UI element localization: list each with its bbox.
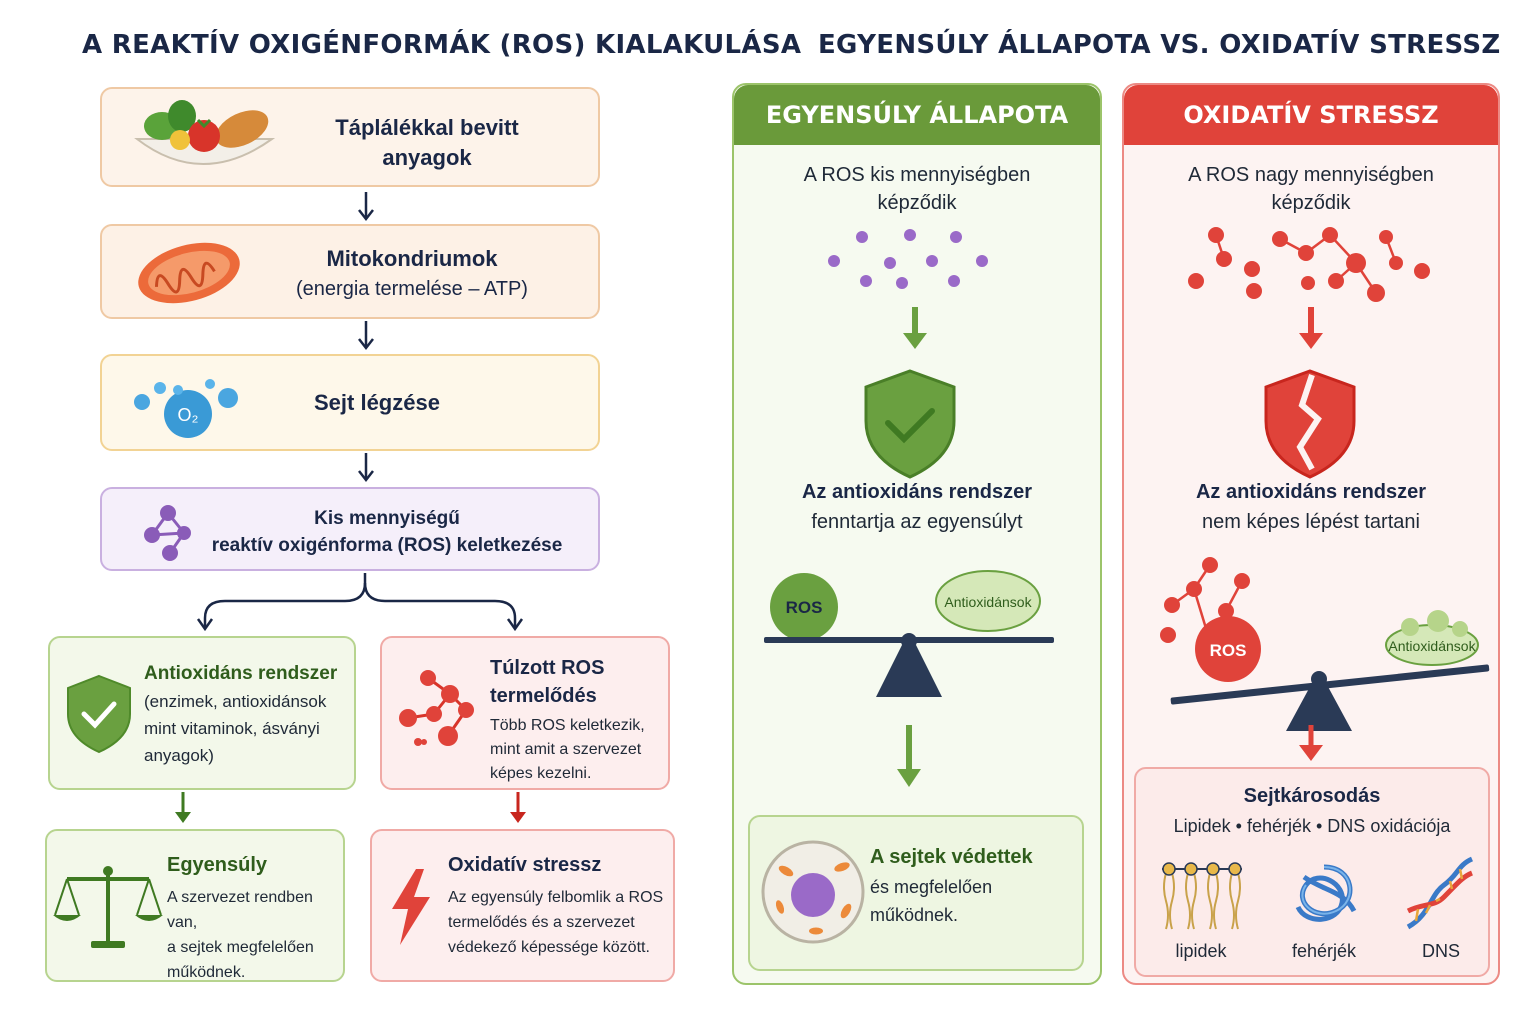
excess-ros-box: Túlzott ROS termelődés Több ROS keletkez… (380, 636, 670, 790)
stress-l1: Az egyensúly felbomlik a ROS (448, 889, 664, 906)
arrow-down-green-icon (897, 725, 921, 787)
step-mito-sub: (energia termelése – ATP) (296, 278, 528, 300)
shield-check-icon (67, 674, 131, 754)
stress-title: Oxidatív stressz (448, 854, 602, 876)
protein-icon (1295, 864, 1357, 922)
branch-arrows (196, 573, 524, 632)
step-ros: Kis mennyiségű reaktív oxigénforma (ROS)… (100, 487, 600, 571)
cell-l1: és megfelelően (870, 877, 993, 897)
ox-l1: A ROS nagy mennyiségben (1188, 164, 1434, 186)
stress-l2: termelődés és a szervezet (448, 914, 635, 931)
eq-ros-label: ROS (786, 598, 823, 617)
ox-bold: Az antioxidáns rendszer (1195, 481, 1427, 503)
mitochondrion-icon (138, 242, 240, 304)
cell-title: A sejtek védettek (870, 846, 1033, 868)
ox-normal: nem képes lépést tartani (1202, 511, 1420, 533)
balance-l3: működnek. (167, 964, 246, 981)
scales-icon (53, 866, 163, 948)
excess-title2: termelődés (490, 685, 597, 707)
damage-title: Sejtkárosodás (1243, 785, 1381, 807)
balanced-scale-icon: ROS Antioxidánsok (764, 570, 1054, 697)
step-mito-title: Mitokondriumok (326, 246, 498, 271)
step-food: Táplálékkal bevitt anyagok (100, 87, 600, 187)
antiox-l1: (enzimek, antioxidánsok (144, 692, 327, 711)
cell-l2: működnek. (870, 905, 959, 925)
dna-icon (1406, 856, 1474, 930)
balance-title: Egyensúly (167, 854, 268, 876)
antioxidant-system-box: Antioxidáns rendszer (enzimek, antioxidá… (48, 636, 356, 790)
ox-antiox-label: Antioxidánsok (1388, 638, 1476, 654)
arrow-down-icon (358, 453, 374, 483)
damage-item-lipid: lipidek (1175, 941, 1227, 961)
damage-item-dna: DNS (1421, 941, 1460, 961)
right-title: EGYENSÚLY ÁLLAPOTA VS. OXIDATÍV STRESSZ (818, 30, 1501, 60)
step-food-line1: Táplálékkal bevitt (335, 115, 519, 140)
stress-l3: védekező képessége között. (448, 939, 650, 956)
step-ros-line1: Kis mennyiségű (314, 508, 460, 529)
damage-item-protein: fehérjék (1291, 941, 1357, 961)
left-title: A REAKTÍV OXIGÉNFORMÁK (ROS) KIALAKULÁSA (82, 30, 802, 60)
arrow-down-icon (358, 192, 374, 222)
eq-l2: képződik (877, 192, 957, 214)
balance-l2: a sejtek megfelelően (167, 939, 314, 956)
arrow-down-red-icon (1299, 725, 1323, 761)
antiox-l3: anyagok) (144, 746, 214, 765)
excess-l1: Több ROS keletkezik, (490, 717, 645, 734)
damage-sub: Lipidek • fehérjék • DNS oxidációja (1173, 816, 1451, 836)
cell-damage-box: Sejtkárosodás Lipidek • fehérjék • DNS o… (1134, 767, 1490, 977)
oxidative-stress-box: Oxidatív stressz Az egyensúly felbomlik … (370, 829, 675, 982)
eq-l1: A ROS kis mennyiségben (803, 164, 1031, 186)
excess-l3: képes kezelni. (490, 765, 592, 782)
balance-l1: A szervezet rendben van, (167, 889, 313, 931)
arrow-down-green-icon (903, 307, 927, 349)
shield-check-icon (864, 369, 956, 479)
antiox-l2: mint vitaminok, ásványi (144, 719, 320, 738)
antiox-title: Antioxidáns rendszer (144, 663, 338, 684)
oxygen-molecule-icon: O₂ (134, 379, 238, 438)
step-respiration: O₂ Sejt légzése (100, 354, 600, 451)
ox-l2: képződik (1271, 192, 1351, 214)
equilibrium-panel: EGYENSÚLY ÁLLAPOTA A ROS kis mennyiségbe… (732, 83, 1102, 985)
equilibrium-header: EGYENSÚLY ÁLLAPOTA (734, 85, 1100, 145)
arrow-down-icon (358, 321, 374, 351)
step-food-line2: anyagok (382, 145, 472, 170)
many-ros-molecules-icon (1188, 227, 1430, 302)
food-bowl-icon (134, 100, 276, 165)
arrow-down-red-icon (510, 792, 526, 823)
eq-normal: fenntartja az egyensúlyt (811, 511, 1023, 533)
excess-title1: Túlzott ROS (490, 657, 605, 679)
small-ros-dots-icon (828, 229, 988, 289)
step-resp-title: Sejt légzése (314, 390, 440, 415)
balance-box: Egyensúly A szervezet rendben van, a sej… (45, 829, 345, 982)
oxidative-header: OXIDATÍV STRESSZ (1124, 85, 1498, 145)
eq-antiox-label: Antioxidánsok (944, 594, 1032, 610)
broken-shield-icon (1264, 369, 1356, 479)
lightning-icon (392, 869, 430, 945)
arrow-down-green-icon (175, 792, 191, 823)
molecule-icon (144, 505, 191, 561)
tipped-scale-icon: ROS Antioxidánsok (1160, 557, 1490, 731)
cell-protected-box: A sejtek védettek és megfelelően működne… (748, 815, 1084, 971)
ox-ros-label: ROS (1210, 641, 1247, 660)
o2-label: O₂ (178, 405, 199, 425)
eq-bold: Az antioxidáns rendszer (801, 481, 1033, 503)
lipid-icon (1162, 862, 1242, 930)
red-molecule-icon (399, 670, 474, 746)
step-mitochondria: Mitokondriumok (energia termelése – ATP) (100, 224, 600, 319)
step-ros-line2: reaktív oxigénforma (ROS) keletkezése (211, 535, 563, 556)
excess-l2: mint amit a szervezet (490, 741, 642, 758)
cell-icon (761, 840, 865, 944)
oxidative-panel: OXIDATÍV STRESSZ A ROS nagy mennyiségben… (1122, 83, 1500, 985)
arrow-down-red-icon (1299, 307, 1323, 349)
